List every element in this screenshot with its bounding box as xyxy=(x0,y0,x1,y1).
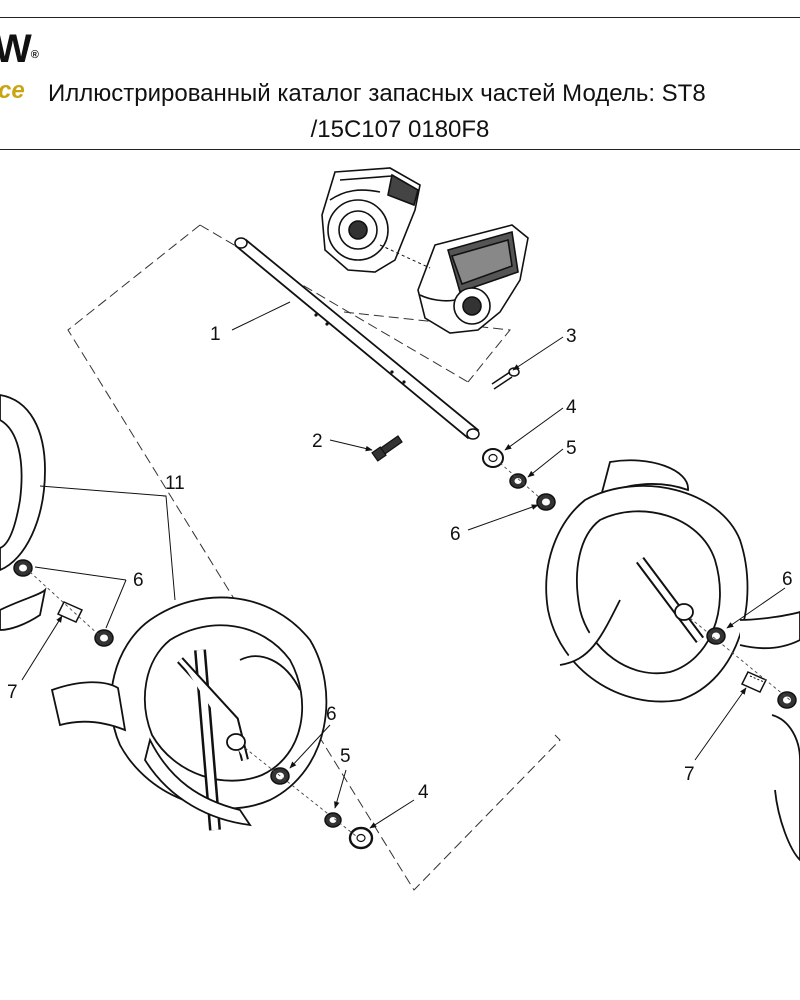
lock-nut xyxy=(509,473,527,489)
spacer-bushing xyxy=(56,601,84,623)
callout-label-6: 6 xyxy=(133,570,144,591)
callout-leaders xyxy=(21,301,786,829)
assembly-dash-outline xyxy=(67,224,561,891)
auger-spiral-icon xyxy=(545,459,800,862)
callout-label-4: 4 xyxy=(418,782,429,803)
callout-label-2: 2 xyxy=(312,431,323,452)
callout-label-4: 4 xyxy=(566,397,577,418)
spacer-bushing xyxy=(740,671,768,693)
flat-washer xyxy=(348,826,374,850)
flat-washer xyxy=(482,448,504,468)
callout-label-11: 11 xyxy=(165,473,185,494)
registered-mark: ® xyxy=(30,49,39,61)
auger-spiral-icon xyxy=(0,394,47,631)
alignment-lines xyxy=(29,462,791,837)
catalog-header: W® ce Иллюстрированный каталог запасных … xyxy=(0,0,800,150)
catalog-title-line-1: Иллюстрированный каталог запасных частей… xyxy=(48,80,706,107)
callout-label-7: 7 xyxy=(7,682,18,703)
header-top-rule xyxy=(0,17,800,18)
logo-tagline: ce xyxy=(0,77,25,104)
callout-label-5: 5 xyxy=(566,438,577,459)
cotter-pin xyxy=(491,367,520,390)
header-bottom-rule xyxy=(0,149,800,150)
bearing xyxy=(777,691,797,709)
shear-bolt xyxy=(371,435,403,462)
bearing xyxy=(536,493,556,511)
catalog-title-line-2: /15C107 0180F8 xyxy=(310,116,490,143)
callout-label-3: 3 xyxy=(566,326,577,347)
callout-label-6: 6 xyxy=(450,524,461,545)
callout-label-6: 6 xyxy=(782,569,793,590)
exploded-parts-diagram: 1 2 3 4 5 6 11 6 7 6 5 4 6 7 xyxy=(0,167,800,891)
callout-label-5: 5 xyxy=(340,746,351,767)
callout-label-7: 7 xyxy=(684,764,695,785)
auger-shaft xyxy=(234,237,480,440)
gearbox-half-icon xyxy=(417,224,529,334)
callout-label-6: 6 xyxy=(326,704,337,725)
auger-spiral-icon xyxy=(50,596,328,831)
brand-logo: W® xyxy=(0,27,39,71)
bearing xyxy=(706,627,726,645)
callout-label-1: 1 xyxy=(210,324,221,345)
bearing xyxy=(94,629,114,647)
logo-letter: W xyxy=(0,27,32,71)
bearing xyxy=(13,559,33,577)
lock-nut xyxy=(324,812,342,828)
gearbox-half-icon xyxy=(321,167,421,273)
